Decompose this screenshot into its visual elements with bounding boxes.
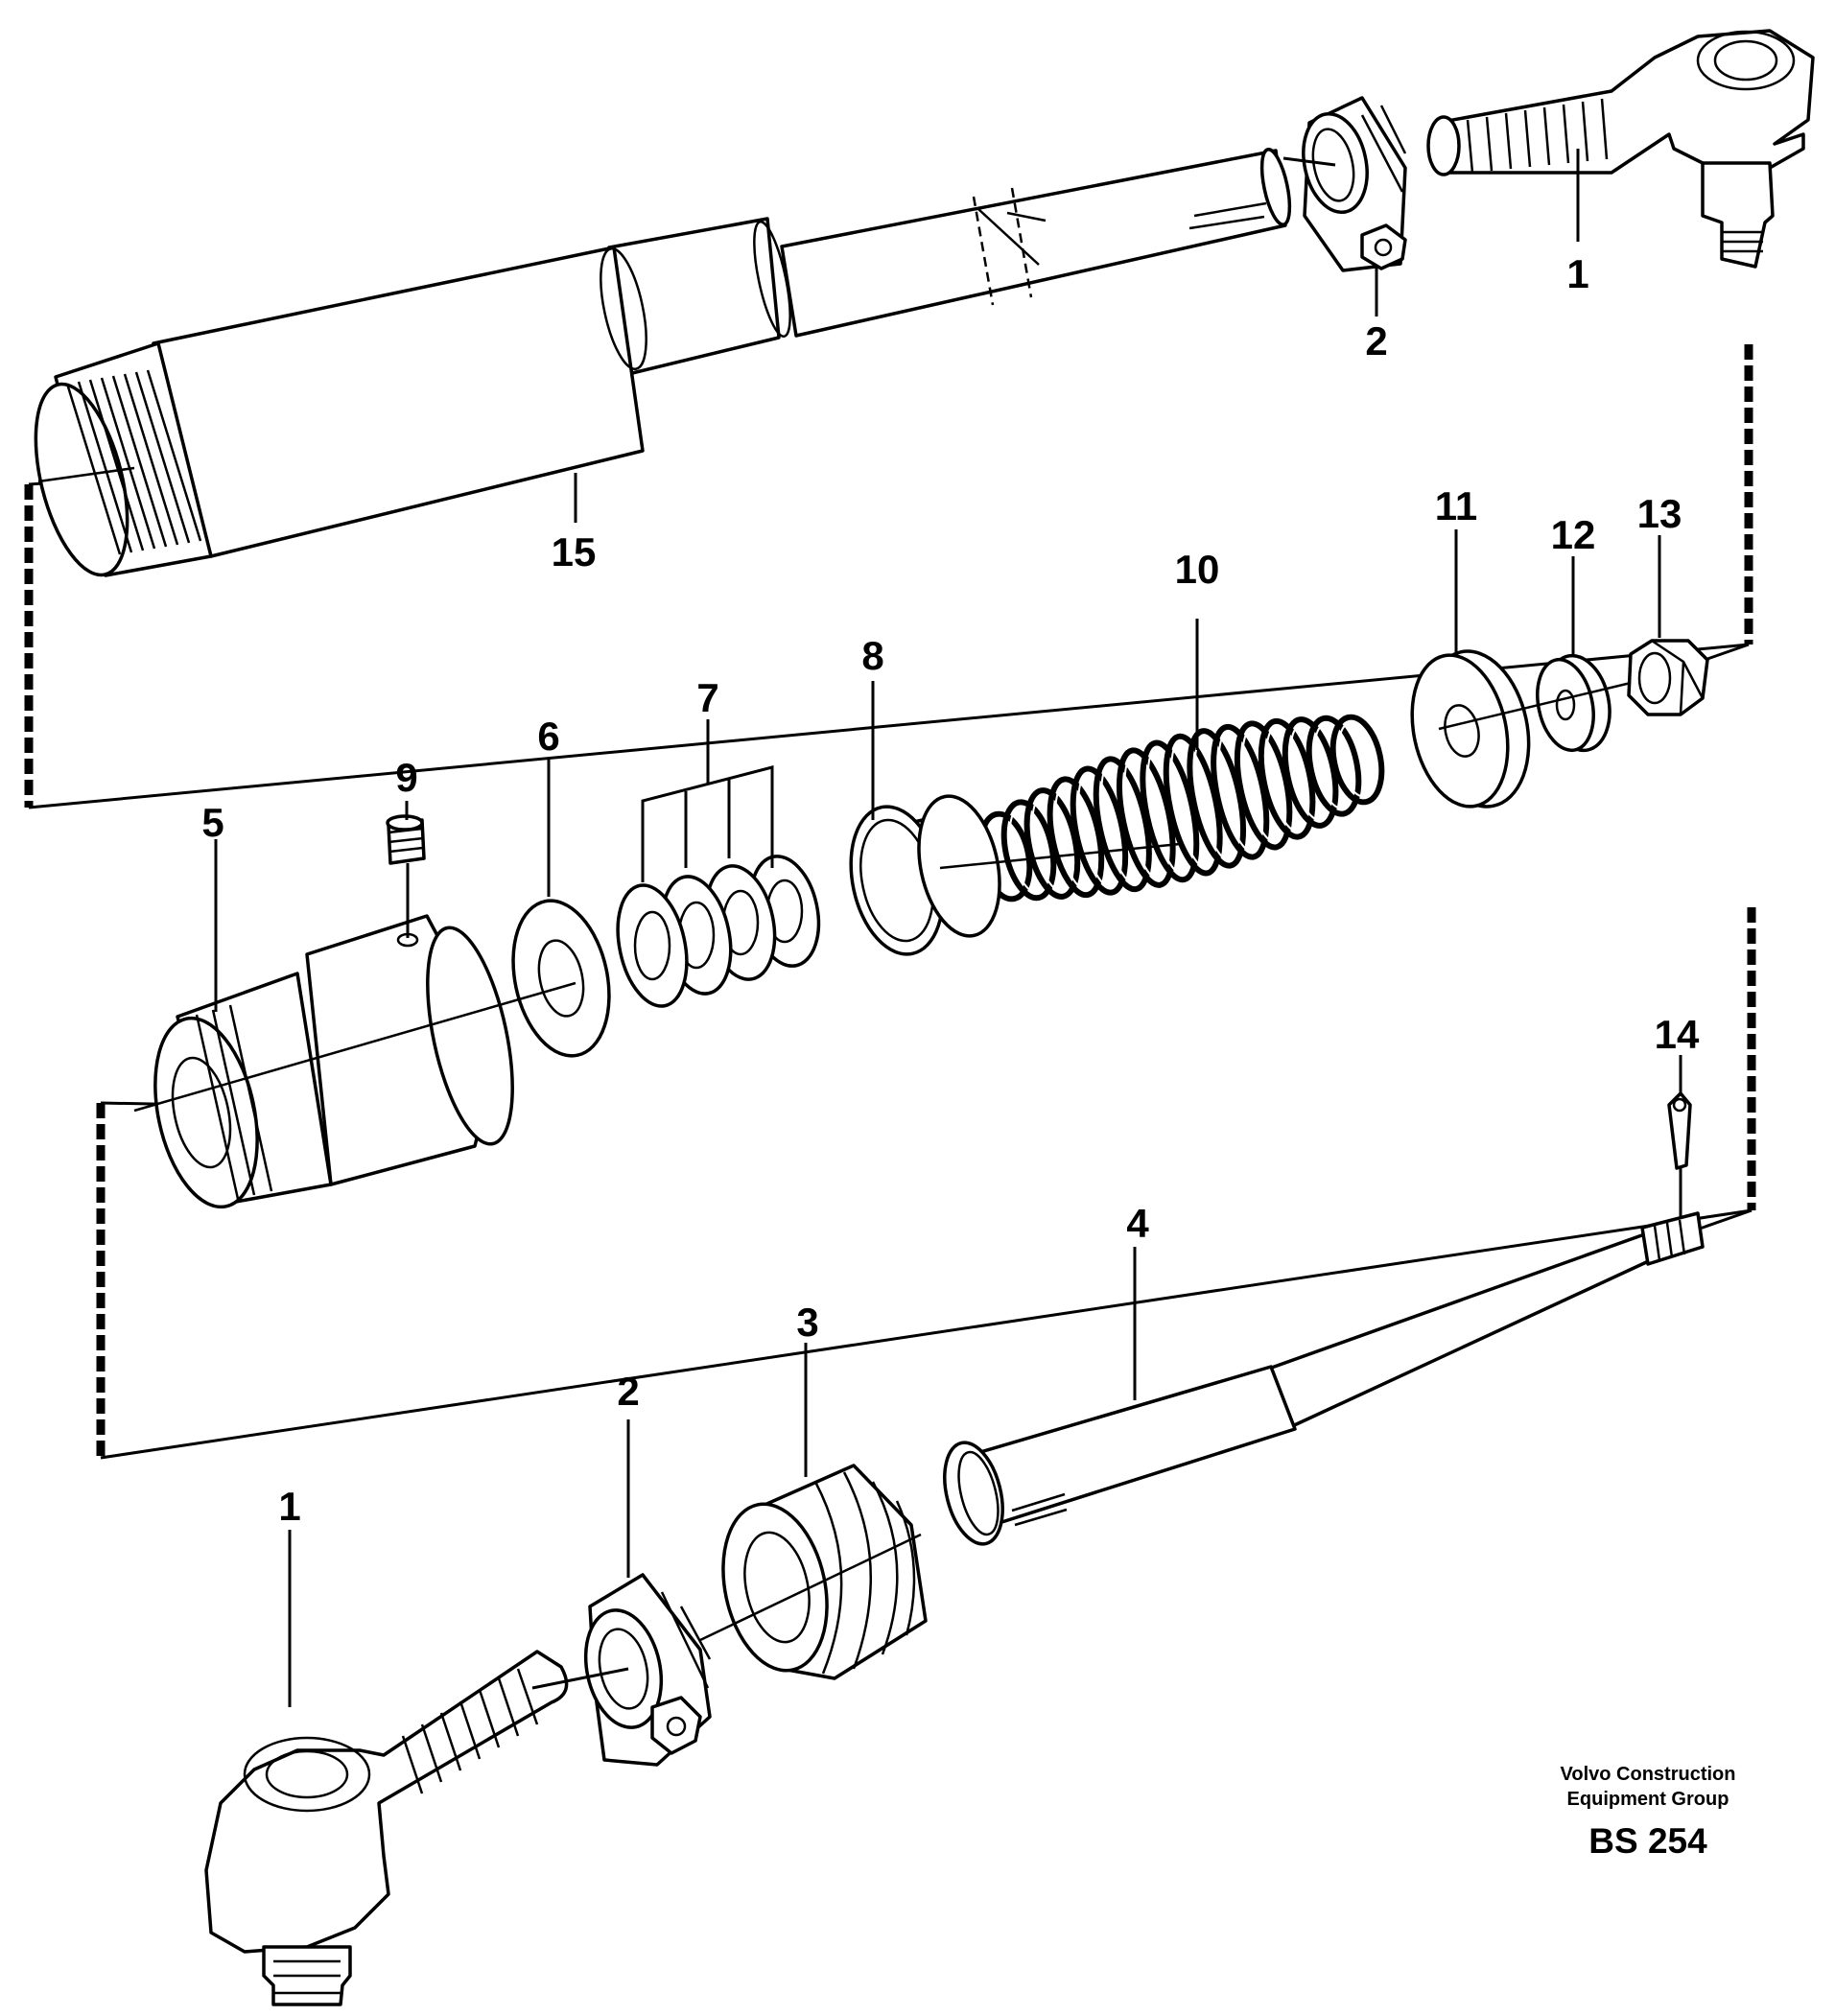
guide-line-15-to-cap xyxy=(1706,643,1750,661)
spring-coil-highlight xyxy=(1054,784,1097,891)
brand-line-2: Equipment Group xyxy=(1567,1789,1729,1810)
spring-coil-highlight xyxy=(1265,725,1308,832)
spring-coil-highlight xyxy=(1170,740,1216,869)
callout-2-top: 2 xyxy=(1365,318,1387,363)
part-2-clamp-top xyxy=(1282,96,1407,316)
part-5-piston xyxy=(153,839,514,1209)
part-2-clamp-bottom xyxy=(583,1419,712,1767)
part-4-piston-rod xyxy=(943,1211,1705,1546)
spring-coil-highlight xyxy=(1217,731,1262,853)
part-6-washer xyxy=(511,758,611,1058)
callout-1-top: 1 xyxy=(1566,251,1588,296)
part-15-cylinder-tube xyxy=(34,148,1292,577)
spring-coil-highlight xyxy=(1313,722,1354,809)
part-1-tie-rod-end-bottom xyxy=(204,1530,629,2006)
spring-coil-highlight xyxy=(1146,747,1192,876)
callout-13: 13 xyxy=(1637,491,1682,536)
part-12-washer xyxy=(1536,556,1612,753)
assembly-axis xyxy=(133,681,1632,1642)
spring-coil-highlight xyxy=(1031,795,1073,892)
spring-coil-highlight xyxy=(1289,724,1331,821)
figure-caption: Volvo Construction Equipment Group BS 25… xyxy=(1561,1764,1736,1861)
brand-line-1: Volvo Construction xyxy=(1561,1764,1736,1785)
spring-coil xyxy=(1329,714,1385,806)
guide-lines xyxy=(24,344,1756,1460)
callout-9: 9 xyxy=(395,755,417,800)
part-10-spring xyxy=(977,619,1385,903)
callout-6: 6 xyxy=(537,714,559,759)
part-7-seal-set xyxy=(616,719,821,1008)
callout-11: 11 xyxy=(1435,483,1477,528)
callout-5: 5 xyxy=(201,800,223,845)
callout-4: 4 xyxy=(1126,1201,1149,1246)
callout-3: 3 xyxy=(796,1300,818,1345)
spring-coil-highlight xyxy=(1008,807,1049,894)
callout-8: 8 xyxy=(861,633,883,678)
part-1-tie-rod-end-top xyxy=(1426,29,1815,269)
callout-7: 7 xyxy=(696,675,718,720)
callout-15: 15 xyxy=(552,529,597,574)
spring-coil-highlight xyxy=(1337,721,1377,798)
guide-line-diagonal-lower xyxy=(100,1208,1753,1460)
guide-line-4-to-stud xyxy=(1699,1208,1753,1231)
figure-code: BS 254 xyxy=(1588,1821,1707,1861)
part-13-nut xyxy=(1627,535,1709,716)
spring-coil-highlight xyxy=(1241,728,1285,843)
part-14-cotter-pin xyxy=(1667,1055,1692,1216)
callout-12: 12 xyxy=(1551,512,1596,557)
part-9-set-screw xyxy=(386,801,426,938)
callout-2-bottom: 2 xyxy=(617,1369,639,1414)
spring-coil-highlight xyxy=(1123,755,1169,880)
spring-coil-highlight xyxy=(1193,736,1239,861)
part-3-bellows xyxy=(721,1343,928,1680)
part-11-washer xyxy=(1410,529,1531,809)
spring-coil-highlight xyxy=(1100,763,1145,885)
callout-14: 14 xyxy=(1655,1012,1700,1057)
callout-10: 10 xyxy=(1175,547,1220,592)
part-8-sleeve xyxy=(849,681,1001,956)
callouts: 1 2 15 13 12 11 10 8 7 6 9 5 14 4 3 2 1 xyxy=(201,251,1700,1529)
spring-coil xyxy=(1306,715,1362,817)
spring-coil-highlight xyxy=(1077,773,1121,888)
callout-1-bottom: 1 xyxy=(278,1484,300,1529)
